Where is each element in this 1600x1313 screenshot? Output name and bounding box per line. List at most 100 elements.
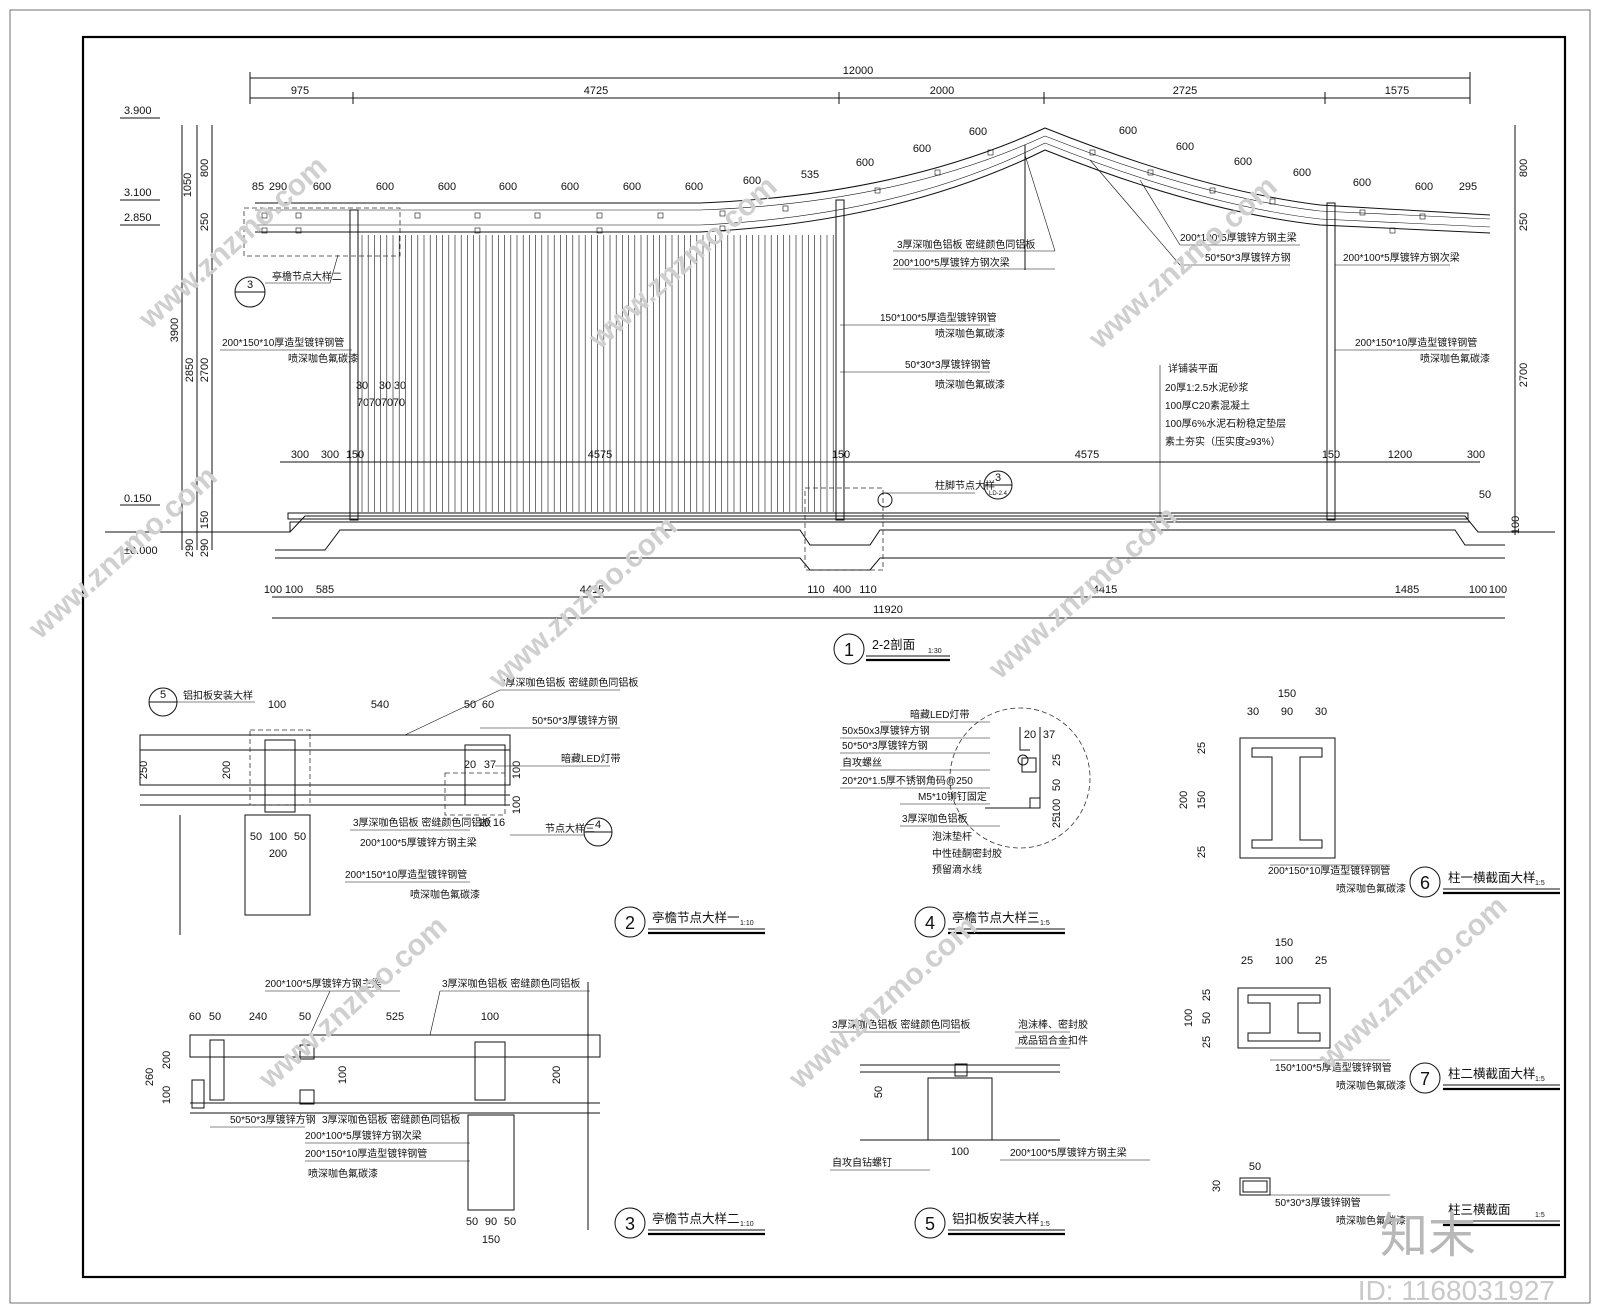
svg-text:300: 300 (321, 449, 339, 461)
section-annotations: 3厚深咖色铝板 密缝颜色同铝板 200*100*5厚镀锌方钢次梁 150*100… (220, 154, 1490, 665)
svg-text:3: 3 (247, 279, 253, 291)
svg-text:150: 150 (482, 1234, 500, 1246)
svg-text:200*100*5厚镀锌方钢次梁: 200*100*5厚镀锌方钢次梁 (1343, 251, 1460, 264)
svg-text:600: 600 (1176, 141, 1194, 153)
svg-text:250: 250 (138, 761, 150, 779)
svg-text:85: 85 (252, 181, 264, 193)
svg-text:600: 600 (969, 126, 987, 138)
svg-text:柱一横截面大样: 柱一横截面大样 (1448, 870, 1536, 885)
svg-text:成品铝合金扣件: 成品铝合金扣件 (1018, 1034, 1088, 1047)
svg-text:3厚深咖色铝板 密缝颜色同铝板: 3厚深咖色铝板 密缝颜色同铝板 (500, 676, 638, 689)
svg-text:16: 16 (493, 817, 505, 829)
svg-text:亭檐节点大样二: 亭檐节点大样二 (652, 1211, 740, 1226)
svg-text:50x50x3厚镀锌方钢: 50x50x3厚镀锌方钢 (842, 724, 930, 737)
top-dim: 975 (291, 85, 309, 97)
svg-text:2850: 2850 (184, 358, 196, 382)
detail-5: 50 100 3厚深咖色铝板 密缝颜色同铝板 泡沫棒、密封胶 成品铝合金扣件 自… (830, 1018, 1150, 1239)
svg-text:200*100*5厚镀锌方钢次梁: 200*100*5厚镀锌方钢次梁 (893, 256, 1010, 269)
svg-text:25: 25 (1315, 955, 1327, 967)
svg-text:www.znzmo.com: www.znzmo.com (132, 150, 334, 336)
svg-text:www.znzmo.com: www.znzmo.com (982, 500, 1184, 686)
svg-text:100: 100 (337, 1066, 349, 1084)
svg-text:200: 200 (269, 848, 287, 860)
svg-text:1200: 1200 (1388, 449, 1412, 461)
right-dims: 800 250 2700 50 100 (1479, 125, 1530, 535)
svg-text:200*150*10厚造型镀锌钢管: 200*150*10厚造型镀锌钢管 (345, 868, 467, 881)
detail-3: 60 50 240 50 525 100 260 100 200 100 200… (144, 977, 765, 1246)
svg-text:540: 540 (371, 699, 389, 711)
svg-text:0.150: 0.150 (124, 493, 152, 505)
svg-text:600: 600 (1415, 181, 1433, 193)
svg-text:600: 600 (1119, 125, 1137, 137)
svg-text:600: 600 (856, 157, 874, 169)
svg-text:70: 70 (357, 397, 369, 409)
svg-text:自攻螺丝: 自攻螺丝 (842, 756, 882, 769)
svg-text:600: 600 (743, 175, 761, 187)
svg-text:600: 600 (1293, 167, 1311, 179)
svg-text:800: 800 (199, 159, 211, 177)
svg-text:240: 240 (249, 1011, 267, 1023)
svg-text:50*50*3厚镀锌方钢: 50*50*3厚镀锌方钢 (1205, 251, 1291, 264)
svg-text:150: 150 (1278, 688, 1296, 700)
svg-text:100厚C20素混凝土: 100厚C20素混凝土 (1165, 399, 1250, 412)
section-number: 1 (844, 640, 854, 660)
svg-text:详铺装平面: 详铺装平面 (1168, 362, 1218, 375)
svg-text:1:5: 1:5 (1040, 920, 1050, 927)
svg-text:290: 290 (184, 539, 196, 557)
svg-text:暗藏LED灯带: 暗藏LED灯带 (910, 708, 969, 721)
svg-text:3.100: 3.100 (124, 187, 152, 199)
svg-text:泡沫棒、密封胶: 泡沫棒、密封胶 (1018, 1018, 1088, 1031)
svg-text:50: 50 (299, 1011, 311, 1023)
section-title: 2-2剖面 (872, 638, 915, 652)
slat-screen (361, 235, 834, 512)
svg-text:25: 25 (1196, 846, 1208, 858)
svg-text:3厚深咖色铝板 密缝颜色同铝板: 3厚深咖色铝板 密缝颜色同铝板 (322, 1113, 460, 1126)
svg-text:20*20*1.5厚不锈钢角码@250: 20*20*1.5厚不锈钢角码@250 (842, 774, 973, 787)
svg-text:100: 100 (269, 831, 287, 843)
svg-text:200*100*5厚镀锌方钢主梁: 200*100*5厚镀锌方钢主梁 (360, 836, 477, 849)
svg-text:30: 30 (356, 380, 368, 392)
svg-text:暗藏LED灯带: 暗藏LED灯带 (561, 752, 620, 765)
svg-text:亭檐节点大样三: 亭檐节点大样三 (952, 910, 1040, 925)
svg-text:70: 70 (381, 397, 393, 409)
top-dim: 2000 (930, 85, 954, 97)
svg-text:4: 4 (595, 819, 601, 831)
svg-text:7: 7 (1420, 1069, 1430, 1089)
svg-text:30: 30 (379, 380, 391, 392)
svg-text:150: 150 (1322, 449, 1340, 461)
logo-watermark: 知末 (1380, 1210, 1476, 1263)
svg-text:www.znzmo.com: www.znzmo.com (1312, 890, 1514, 1076)
svg-text:2.850: 2.850 (124, 212, 152, 224)
detail-7: 150 25 100 25 100 25 50 25 150*100*5厚造型镀… (1183, 937, 1560, 1094)
svg-text:25: 25 (1201, 1036, 1213, 1048)
svg-text:290: 290 (269, 181, 287, 193)
outer-frame (9, 9, 1591, 1304)
svg-text:200*100*5厚镀锌方钢次梁: 200*100*5厚镀锌方钢次梁 (305, 1129, 422, 1142)
svg-text:50: 50 (1249, 1161, 1261, 1173)
svg-text:喷深咖色氟碳漆: 喷深咖色氟碳漆 (935, 378, 1005, 391)
svg-text:2700: 2700 (199, 358, 211, 382)
detail-8: 50 30 50*30*3厚镀锌钢管 喷深咖色氟碳漆 柱三横截面 1:5 (1211, 1161, 1560, 1227)
svg-text:20: 20 (1024, 729, 1036, 741)
roof-curve-outer (255, 127, 1491, 216)
svg-text:250: 250 (1518, 213, 1530, 231)
top-dim: 2725 (1173, 85, 1197, 97)
svg-text:25: 25 (1051, 816, 1063, 828)
columns (349, 199, 1336, 521)
svg-text:295: 295 (1459, 181, 1477, 193)
svg-text:50: 50 (504, 1216, 516, 1228)
svg-text:50: 50 (1479, 489, 1491, 501)
svg-text:喷深咖色氟碳漆: 喷深咖色氟碳漆 (1336, 1214, 1406, 1227)
svg-text:1:10: 1:10 (740, 1221, 754, 1228)
svg-text:100: 100 (1183, 1009, 1195, 1027)
svg-text:30: 30 (394, 380, 406, 392)
top-dim: 1575 (1385, 85, 1409, 97)
svg-text:www.znzmo.com: www.znzmo.com (782, 910, 984, 1096)
svg-text:喷深咖色氟碳漆: 喷深咖色氟碳漆 (1420, 352, 1490, 365)
svg-text:50: 50 (873, 1086, 885, 1098)
svg-text:3900: 3900 (169, 318, 181, 342)
svg-text:4415: 4415 (580, 584, 604, 596)
svg-text:3厚深咖色铝板 密缝颜色同铝板: 3厚深咖色铝板 密缝颜色同铝板 (897, 238, 1035, 251)
svg-text:5: 5 (160, 689, 166, 701)
svg-text:20: 20 (464, 759, 476, 771)
